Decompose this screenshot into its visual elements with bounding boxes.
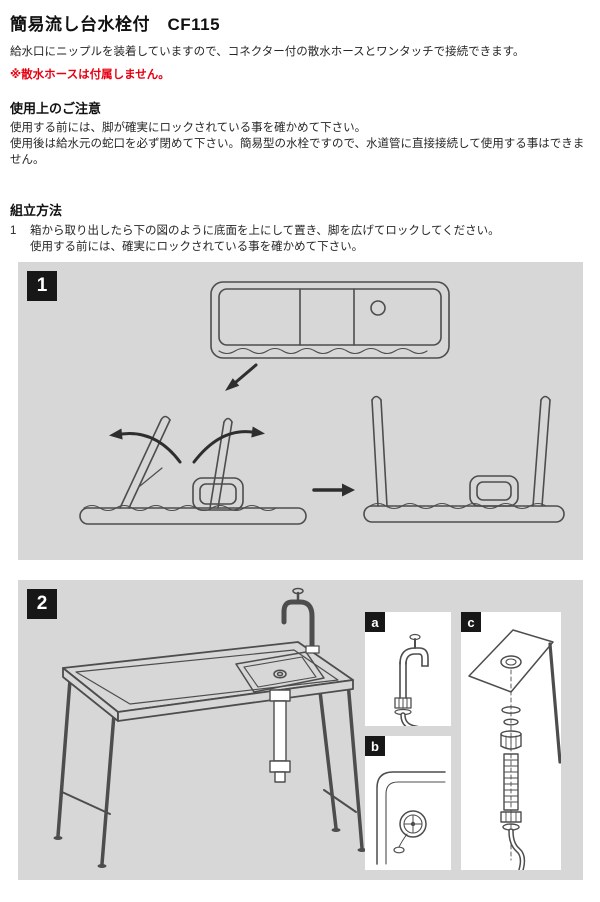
product-title: 簡易流し台水栓付 CF115 — [10, 15, 221, 34]
drain-assembly-detail-diagram — [468, 629, 561, 870]
step-number: 1 — [10, 225, 17, 237]
leg-braces — [61, 789, 357, 815]
detail-box-a: a — [365, 612, 451, 726]
faucet-detail-diagram — [394, 633, 429, 726]
faucet — [281, 587, 320, 654]
leg-feet — [53, 828, 367, 868]
unfold-arrowheads — [109, 426, 265, 440]
assembly-heading: 組立方法 — [10, 203, 63, 218]
detail-b-badge: b — [365, 736, 385, 756]
table-legs — [56, 672, 364, 866]
sink-corner-underside — [468, 629, 561, 764]
hose-detail — [400, 712, 419, 726]
table-legs-open-view — [363, 395, 565, 523]
drain-pipe — [269, 689, 291, 783]
hose-tail — [508, 828, 526, 870]
hose-not-included-note: ※散水ホースは付属しません。 — [10, 69, 170, 81]
drain-top-detail-diagram — [376, 771, 446, 865]
assembled-table — [53, 587, 367, 868]
figure-2-badge: 2 — [27, 589, 57, 619]
figure-1-badge: 1 — [27, 271, 57, 301]
figure-2-panel: a b — [18, 580, 583, 880]
figure-1-panel: 1 — [18, 262, 583, 560]
sink-corner-top-view — [376, 771, 446, 865]
detail-box-b: b — [365, 736, 451, 870]
caution-text-block: 使用する前には、脚が確実にロックされている事を確かめて下さい。 使用後は給水元の… — [10, 120, 590, 168]
detail-box-c: c — [461, 612, 561, 870]
intro-text: 給水口にニップルを装着していますので、コネクター付の散水ホースとワンタッチで接続… — [10, 46, 525, 58]
caution-heading: 使用上のご注意 — [10, 101, 102, 116]
tabletop-plan-view — [210, 281, 450, 359]
next-step-arrow-icon — [312, 483, 355, 497]
figure-1-diagram — [79, 281, 565, 525]
step-line-2: 使用する前には、確実にロックされている事を確かめて下さい。 — [30, 241, 364, 253]
caution-line-2: 使用後は給水元の蛇口を必ず閉めて下さい。簡易型の水栓ですので、水道管に直接接続し… — [10, 138, 585, 166]
step-text: 箱から取り出したら下の図のように底面を上にして置き、脚を広げてロックしてください… — [30, 223, 500, 255]
assembled-table-diagram — [53, 587, 367, 868]
detail-c-badge: c — [461, 612, 481, 632]
step-down-arrow-icon — [225, 363, 258, 391]
sink-basin — [235, 651, 325, 693]
detail-a-badge: a — [365, 612, 385, 632]
step-line-1: 箱から取り出したら下の図のように底面を上にして置き、脚を広げてロックしてください… — [30, 225, 500, 237]
drain-parts-stack — [500, 669, 522, 861]
table-legs-folding-view — [79, 415, 307, 525]
caution-line-1: 使用する前には、脚が確実にロックされている事を確かめて下さい。 — [10, 122, 367, 134]
assembly-step-1: 1 箱から取り出したら下の図のように底面を上にして置き、脚を広げてロックしてくだ… — [10, 223, 588, 255]
tabletop — [62, 641, 354, 722]
unfold-direction-arrows — [120, 430, 254, 464]
faucet-detail — [394, 633, 429, 716]
